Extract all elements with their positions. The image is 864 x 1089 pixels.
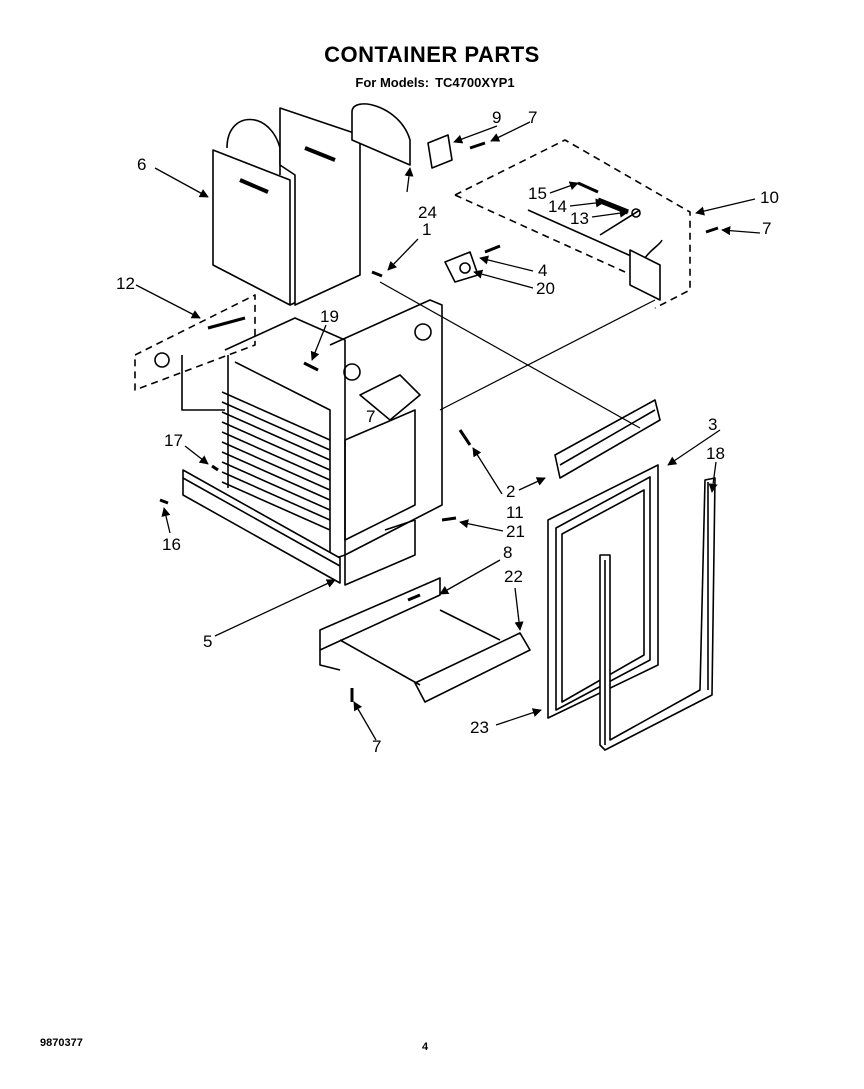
part-cabinet <box>221 299 443 586</box>
model-subtitle: For Models: TC4700XYP1 <box>0 75 864 90</box>
callout-18: 18 <box>706 444 725 463</box>
callout-7-right: 7 <box>762 219 771 238</box>
callout-7-cabinet: 7 <box>366 407 375 426</box>
callout-7-top: 7 <box>528 108 537 127</box>
part-knob-group <box>134 294 256 411</box>
callout-labels: 6 24 9 7 10 7 15 14 13 1 4 20 12 19 7 17… <box>116 108 779 756</box>
callout-23: 23 <box>470 718 489 737</box>
callout-7-bottom: 7 <box>372 737 381 756</box>
callout-17: 17 <box>164 431 183 450</box>
part-kick-plate <box>339 609 531 703</box>
callout-8: 8 <box>503 543 512 562</box>
model-number: TC4700XYP1 <box>435 75 515 90</box>
callout-14: 14 <box>548 197 567 216</box>
callout-13: 13 <box>570 209 589 228</box>
part-bag-right <box>279 103 411 306</box>
callout-20: 20 <box>536 279 555 298</box>
callout-21: 21 <box>506 522 525 541</box>
callout-16: 16 <box>162 535 181 554</box>
callout-3: 3 <box>708 415 717 434</box>
callout-9: 9 <box>492 108 501 127</box>
callout-2: 2 <box>506 482 515 501</box>
page-title: CONTAINER PARTS <box>324 42 540 67</box>
page-number: 4 <box>422 1041 429 1053</box>
callout-19: 19 <box>320 307 339 326</box>
callout-6: 6 <box>137 155 146 174</box>
callout-22: 22 <box>504 567 523 586</box>
part-bottom-rail <box>182 469 341 584</box>
document-number: 9870377 <box>40 1037 83 1049</box>
callout-12: 12 <box>116 274 135 293</box>
part-lower-bracket <box>319 577 441 671</box>
part-door-strip <box>554 399 661 479</box>
part-door-gasket <box>599 477 716 751</box>
model-prefix: For Models: <box>355 75 430 90</box>
callout-11: 11 <box>506 503 524 522</box>
part-bracket-top <box>427 134 486 169</box>
callout-10: 10 <box>760 188 779 207</box>
callout-4: 4 <box>538 261 547 280</box>
callout-15: 15 <box>528 184 547 203</box>
callout-5: 5 <box>203 632 212 651</box>
callout-24: 24 <box>418 203 437 222</box>
hardware-screws <box>159 226 719 702</box>
callout-1: 1 <box>422 220 431 239</box>
